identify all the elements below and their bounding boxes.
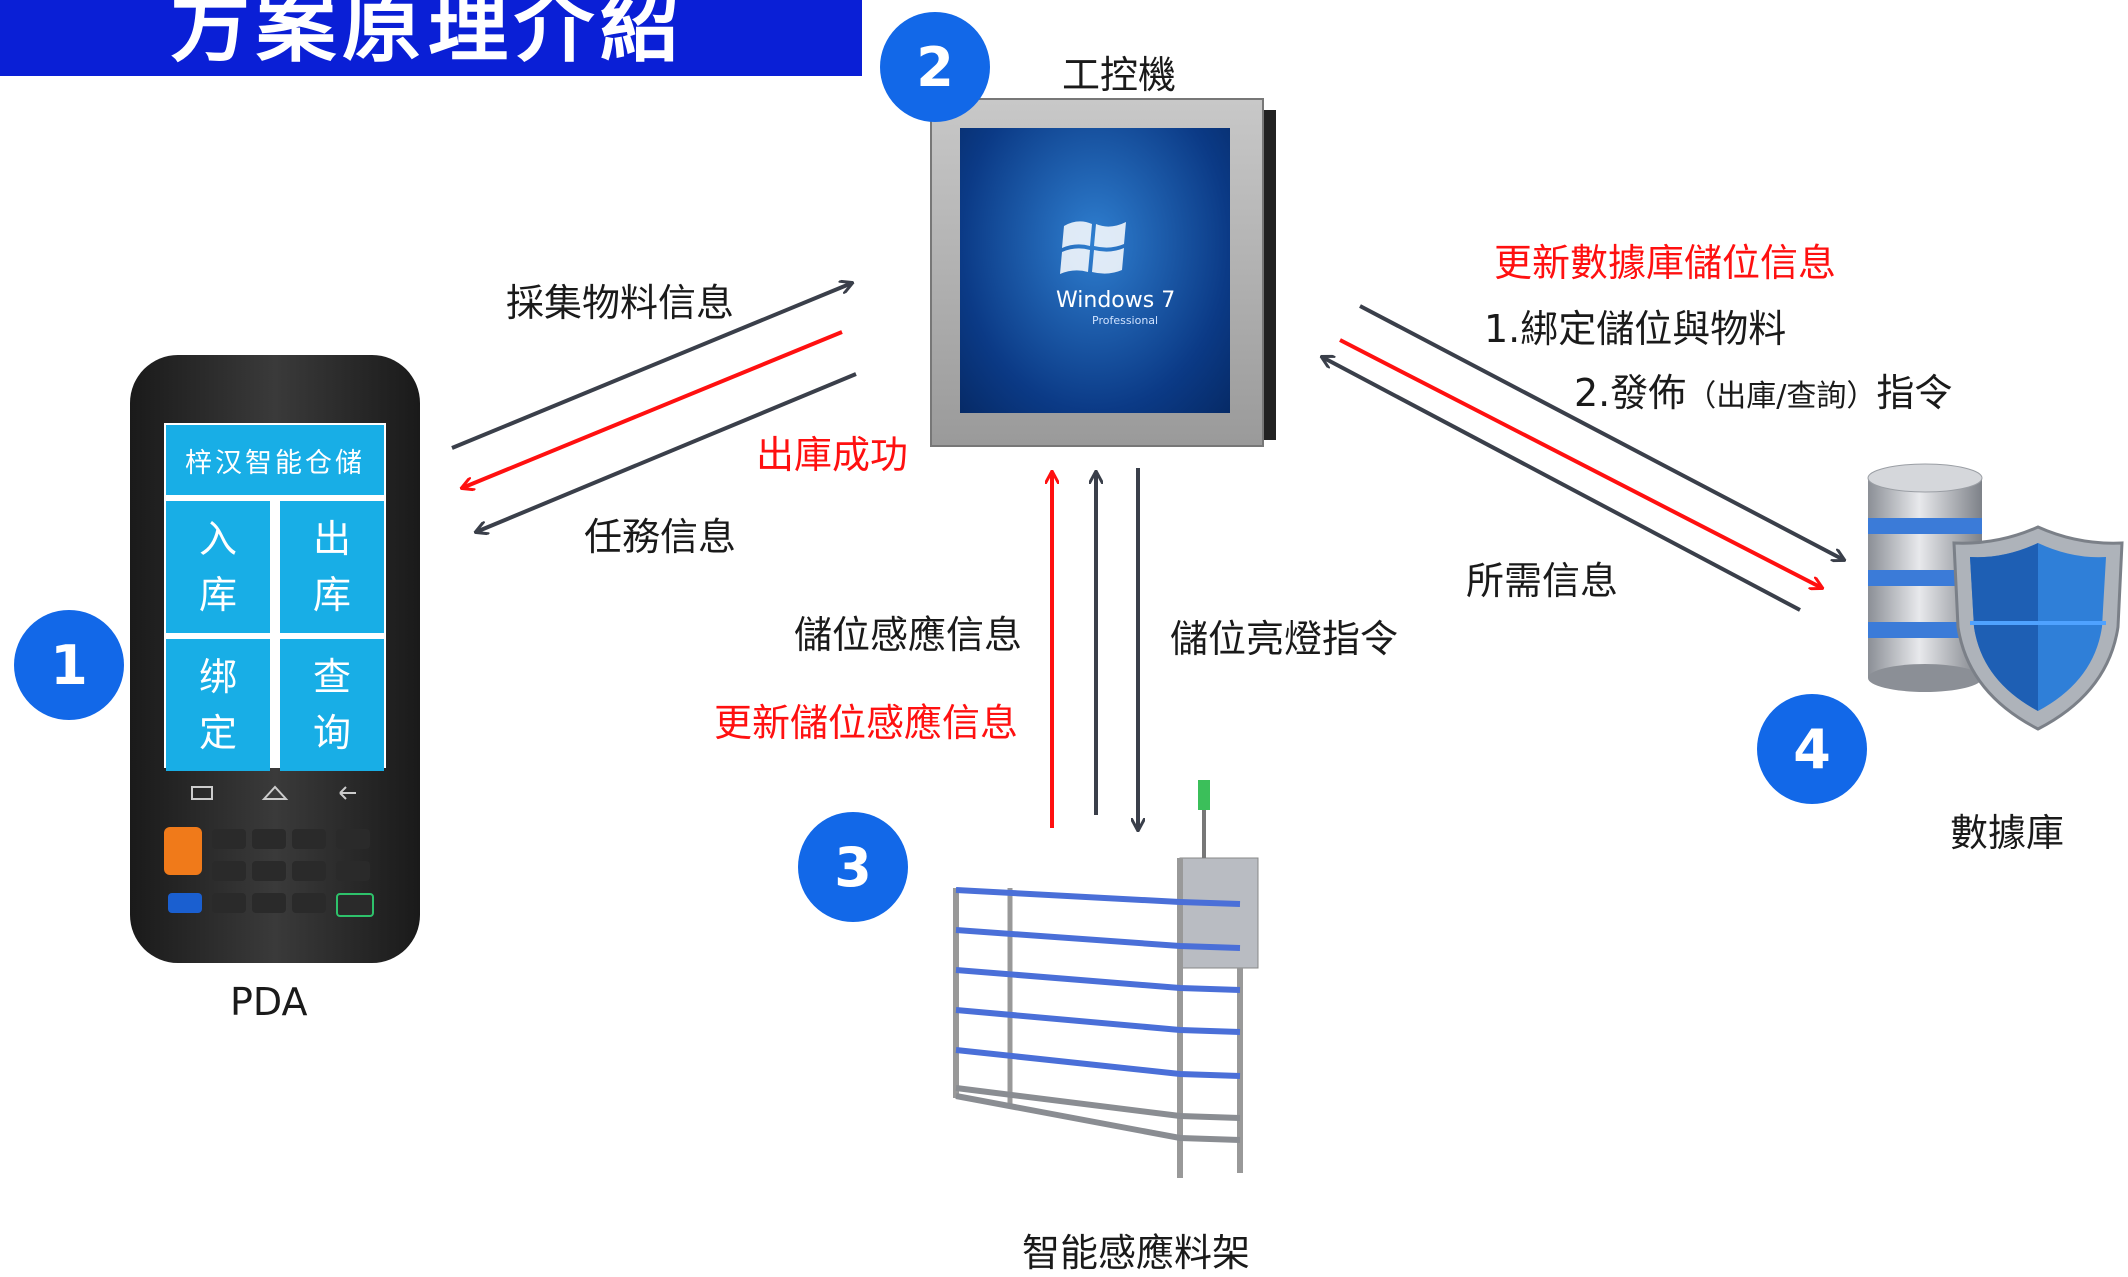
- flow-label-collect: 採集物料信息: [506, 281, 735, 325]
- smart-rack: [953, 780, 1259, 1178]
- arrow-ipc-to-pda: [476, 372, 857, 532]
- flow-label-outbound-success: 出庫成功: [756, 433, 909, 477]
- pda-tile-outbound: 出 库: [280, 501, 384, 633]
- pda-label: PDA: [230, 980, 308, 1024]
- pda-tile-text: 绑: [198, 655, 237, 699]
- database-label: 數據庫: [1950, 811, 2065, 855]
- scan-key: [164, 827, 202, 875]
- arrow-ipc-to-pda-red: [462, 330, 843, 488]
- badge-3: 3: [798, 812, 908, 922]
- windows-logo-text: Windows 7: [1056, 288, 1176, 313]
- flow-label-slot-light: 儲位亮燈指令: [1170, 617, 1399, 661]
- flow-label-update-db: 更新數據庫儲位信息: [1494, 241, 1837, 285]
- flow-label-slot-sensing: 儲位感應信息: [794, 613, 1023, 657]
- flow-label-update-slot-sensing: 更新儲位感應信息: [714, 701, 1019, 745]
- pda-screen: 梓汉智能仓储 入 库 出 库 绑 定 查 询: [164, 423, 386, 771]
- industrial-pc: Windows 7 Professional: [930, 98, 1264, 447]
- windows-edition-text: Professional: [1092, 314, 1159, 327]
- pda-tile-text: 库: [198, 573, 237, 617]
- monitor-screen: Windows 7 Professional: [960, 128, 1230, 413]
- rack-label: 智能感應料架: [1022, 1231, 1251, 1275]
- windows-logo-icon: [1060, 221, 1126, 274]
- pda-tile-text: 查: [312, 655, 351, 699]
- arrow-db-to-ipc: [1322, 357, 1801, 612]
- pda-app-header: 梓汉智能仓储: [166, 425, 384, 495]
- pda-tile-bind: 绑 定: [166, 639, 270, 771]
- pda-tile-query: 查 询: [280, 639, 384, 771]
- arrow-ipc-to-db-red: [1339, 338, 1822, 588]
- badge-1: 1: [14, 610, 124, 720]
- ipc-label: 工控機: [1062, 53, 1177, 97]
- page-title: 方案原理介紹: [170, 0, 686, 73]
- badge-2: 2: [880, 12, 990, 122]
- pda-tile-text: 定: [198, 711, 237, 755]
- monitor-side: [1262, 110, 1276, 440]
- pda-keypad: [160, 825, 390, 945]
- pda-tile-text: 出: [312, 517, 351, 561]
- flow-label-issue-prefix: 2.發佈: [1574, 371, 1687, 415]
- flow-label-task: 任務信息: [584, 515, 737, 559]
- shield-icon: [1952, 525, 2124, 731]
- title-bar: 方案原理介紹: [0, 0, 862, 76]
- pda-tile-text: 询: [312, 711, 351, 755]
- arrow-pda-to-ipc: [451, 283, 852, 450]
- flow-label-required-info: 所需信息: [1466, 559, 1619, 603]
- flow-label-issue-command: 2.發佈（出庫/查詢）指令: [1574, 362, 1952, 417]
- arrow-ipc-to-db: [1359, 304, 1844, 560]
- flow-label-issue-suffix: 指令: [1876, 371, 1953, 415]
- pda-nav-icons: [191, 785, 356, 800]
- flow-label-issue-paren: （出庫/查詢）: [1686, 379, 1877, 414]
- badge-4: 4: [1757, 694, 1867, 804]
- pda-tile-inbound: 入 库: [166, 501, 270, 633]
- pda-tile-text: 库: [312, 573, 351, 617]
- flow-label-bind-slot: 1.綁定儲位與物料: [1484, 307, 1787, 351]
- pda-device: 梓汉智能仓储 入 库 出 库 绑 定 查 询: [130, 355, 420, 963]
- pda-tile-text: 入: [198, 517, 237, 561]
